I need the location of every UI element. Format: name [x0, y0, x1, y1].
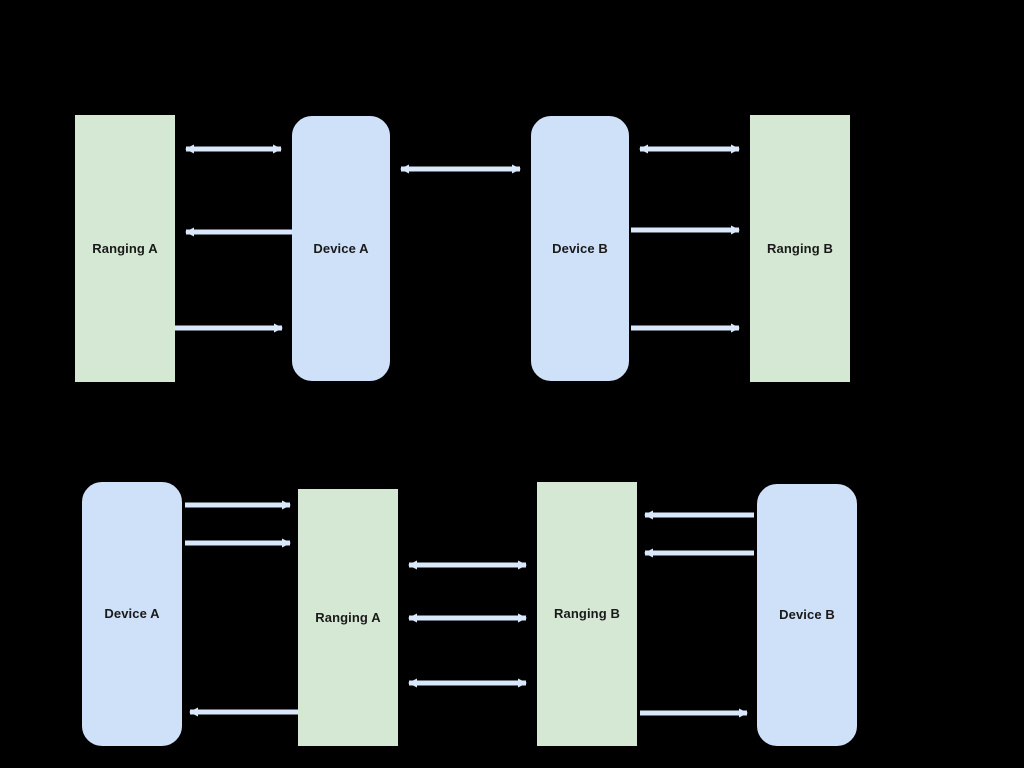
node-label: Ranging B	[767, 240, 833, 256]
node-top-ranging-a[interactable]: Ranging A	[75, 115, 175, 382]
node-bot-ranging-b[interactable]: Ranging B	[537, 482, 637, 746]
node-label: Device A	[313, 240, 369, 256]
node-label: Device B	[779, 607, 835, 623]
node-label: Ranging B	[554, 606, 620, 622]
node-top-device-a[interactable]: Device A	[292, 116, 390, 381]
node-label: Device B	[552, 240, 608, 256]
node-bot-device-a[interactable]: Device A	[82, 482, 182, 746]
node-label: Ranging A	[315, 609, 381, 625]
node-top-ranging-b[interactable]: Ranging B	[750, 115, 850, 382]
node-top-device-b[interactable]: Device B	[531, 116, 629, 381]
node-label: Device A	[104, 606, 160, 622]
node-bot-device-b[interactable]: Device B	[757, 484, 857, 746]
node-label: Ranging A	[92, 240, 158, 256]
node-bot-ranging-a[interactable]: Ranging A	[298, 489, 398, 746]
